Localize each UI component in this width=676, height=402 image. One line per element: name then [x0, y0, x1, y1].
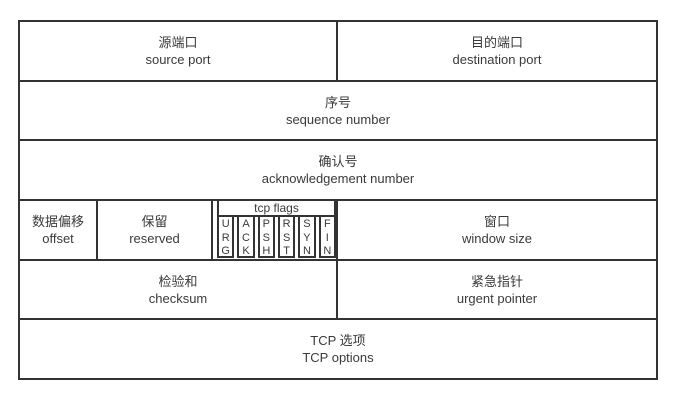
source-port-label-zh: 源端口	[158, 34, 198, 50]
destination-port-label-en: destination port	[452, 51, 542, 67]
field-source-port: 源端口 source port	[20, 22, 338, 80]
row-tcp-options: TCP 选项 TCP options	[20, 320, 656, 378]
row-sequence-number: 序号 sequence number	[20, 82, 656, 142]
field-reserved: 保留 reserved	[98, 201, 213, 259]
tcp-options-label-zh: TCP 选项	[310, 333, 366, 349]
row-acknowledgement-number: 确认号 acknowledgement number	[20, 141, 656, 202]
flag-syn: S Y N	[298, 217, 316, 258]
acknowledgement-number-label-zh: 确认号	[318, 154, 358, 170]
tcp-flags-widget: tcp flags U R G A C K P S H R S T S Y N …	[217, 201, 336, 259]
field-offset: 数据偏移 offset	[20, 201, 98, 259]
row-ports: 源端口 source port 目的端口 destination port	[20, 22, 656, 82]
tcp-header-table: 源端口 source port 目的端口 destination port 序号…	[18, 20, 658, 380]
flag-rst: R S T	[277, 217, 296, 258]
urgent-pointer-label-en: urgent pointer	[456, 290, 538, 306]
source-port-label-en: source port	[145, 51, 211, 67]
tcp-flags-letters: U R G A C K P S H R S T S Y N F I N	[217, 217, 336, 258]
field-acknowledgement-number: 确认号 acknowledgement number	[20, 141, 656, 199]
sequence-number-label-zh: 序号	[324, 94, 351, 110]
field-checksum: 检验和 checksum	[20, 260, 338, 319]
offset-label-en: offset	[42, 230, 74, 246]
tcp-options-label-en: TCP options	[302, 350, 374, 366]
checksum-label-zh: 检验和	[158, 273, 198, 289]
destination-port-label-zh: 目的端口	[470, 34, 523, 50]
window-size-label-zh: 窗口	[483, 213, 510, 229]
sequence-number-label-en: sequence number	[285, 111, 391, 127]
checksum-label-en: checksum	[148, 290, 208, 306]
tcp-flags-title: tcp flags	[217, 201, 336, 218]
field-urgent-pointer: 紧急指针 urgent pointer	[338, 261, 656, 319]
field-window-size: 窗口 window size	[338, 201, 656, 259]
reserved-label-zh: 保留	[141, 213, 168, 229]
field-tcp-flags: tcp flags U R G A C K P S H R S T S Y N …	[213, 201, 338, 259]
field-tcp-options: TCP 选项 TCP options	[20, 320, 656, 378]
window-size-label-en: window size	[461, 230, 533, 246]
flag-fin: F I N	[318, 217, 336, 258]
reserved-label-en: reserved	[129, 230, 180, 246]
offset-label-zh: 数据偏移	[31, 213, 84, 229]
row-checksum-urgent: 检验和 checksum 紧急指针 urgent pointer	[20, 260, 656, 321]
acknowledgement-number-label-en: acknowledgement number	[261, 171, 415, 187]
flag-psh: P S H	[257, 217, 275, 258]
flag-urg: U R G	[217, 217, 235, 258]
field-destination-port: 目的端口 destination port	[338, 22, 656, 80]
urgent-pointer-label-zh: 紧急指针	[470, 273, 523, 289]
flag-ack: A C K	[237, 217, 255, 258]
field-sequence-number: 序号 sequence number	[20, 82, 656, 140]
row-offset-flags-window: 数据偏移 offset 保留 reserved tcp flags U R G …	[20, 201, 656, 261]
